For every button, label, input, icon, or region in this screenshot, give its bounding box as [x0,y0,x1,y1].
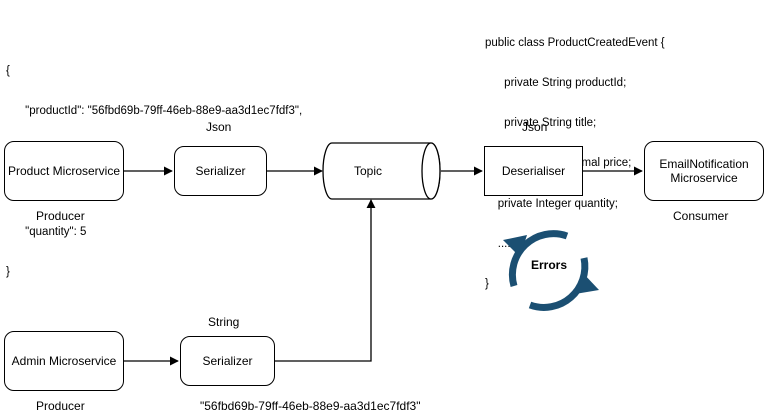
topic-label: Topic [354,164,383,178]
class-line: private Integer quantity; [485,197,618,210]
email-notification-label: EmailNotification Microservice [659,157,749,185]
refresh-arrowheads [503,235,599,294]
producer-label-bottom: Producer [36,399,85,413]
refresh-cycle-icon [508,230,589,311]
deserialiser-node[interactable]: Deserialiser [484,146,583,196]
producer-label-top: Producer [36,209,85,223]
json-label-left: Json [206,120,232,134]
json-line: "productId": "56fbd69b-79ff-46eb-88e9-aa… [6,105,303,118]
string-value-label: "56fbd69b-79ff-46eb-88e9-aa3d1ec7fdf3" [200,399,421,413]
class-line: private String title; [485,117,597,130]
json-line: "quantity": 5 [6,225,87,238]
serializer-bottom-node[interactable]: Serializer [180,336,275,386]
serializer-top-node[interactable]: Serializer [174,146,267,196]
errors-label: Errors [531,258,568,272]
email-notification-node[interactable]: EmailNotification Microservice [644,141,764,201]
class-line: private String productId; [485,77,627,90]
string-label: String [208,315,240,329]
class-line: } [485,278,489,291]
arrow-serializer-to-topic-bottom [275,199,376,362]
json-label-right: Json [522,120,548,134]
class-line: public class ProductCreatedEvent { [485,36,665,49]
json-line: } [6,265,10,278]
admin-microservice-node[interactable]: Admin Microservice [4,331,124,391]
product-microservice-node[interactable]: Product Microservice [4,141,124,201]
topic-cylinder [322,142,441,200]
json-line: { [6,64,10,77]
consumer-label: Consumer [673,209,729,223]
